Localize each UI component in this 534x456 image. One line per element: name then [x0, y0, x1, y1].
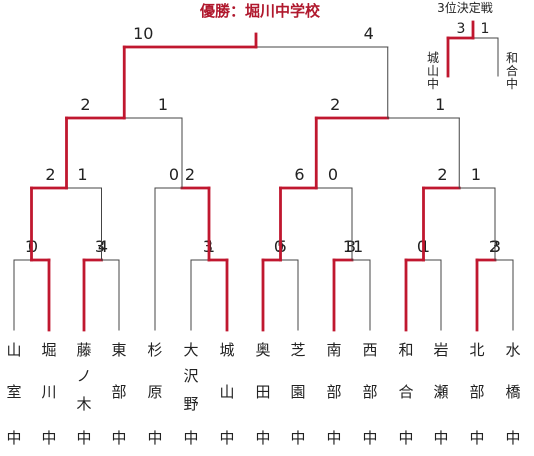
- team-6-char-2: 沢: [183, 367, 199, 385]
- r1-match-6-left-score: 1: [420, 237, 430, 256]
- team-11-char-4: 中: [362, 429, 378, 447]
- r1-match-4-left-score: 5: [277, 237, 287, 256]
- r2-match-3-right-score: 0: [328, 165, 338, 184]
- team-5-char-4: 中: [147, 429, 163, 447]
- team-6-char-3: 野: [183, 395, 199, 413]
- third-right-score: 1: [481, 21, 490, 37]
- third-place-right-team: 和 合 中: [505, 51, 518, 91]
- r2-match-4-left-score: 2: [437, 165, 447, 184]
- r2-match-3-left-score: 6: [294, 165, 304, 184]
- team-15-char-1: 水: [505, 341, 521, 359]
- r1-match-1-right-score: 1: [25, 237, 35, 256]
- team-8-char-2: 田: [255, 383, 271, 401]
- r1-match-2-left-score: 4: [98, 237, 108, 256]
- final-match-left-score: 10: [133, 24, 153, 43]
- champion-title: 優勝：堀川中学校: [199, 2, 320, 20]
- r2-match-2-left-score: 0: [169, 165, 179, 184]
- team-2-char-2: 川: [41, 383, 57, 401]
- third-left-score: 3: [457, 21, 466, 37]
- r1-match-7-left-score: 3: [491, 237, 501, 256]
- r1-match-2-right-score: 3: [95, 237, 105, 256]
- team-1-char-1: 山: [6, 341, 22, 359]
- team-5-char-1: 杉: [147, 341, 163, 359]
- team-3-char-3: 木: [76, 395, 92, 413]
- r2-match-1-right-score: 1: [77, 165, 87, 184]
- team-8-char-4: 中: [255, 429, 271, 447]
- team-14-char-2: 部: [469, 383, 485, 401]
- team-3-char-1: 藤: [76, 341, 92, 359]
- team-10-char-1: 南: [326, 341, 342, 359]
- team-12-char-1: 和: [398, 341, 414, 359]
- team-15-char-4: 中: [505, 429, 521, 447]
- team-12-char-2: 合: [398, 383, 414, 401]
- team-11-char-1: 西: [362, 341, 378, 359]
- team-1-char-4: 中: [6, 429, 22, 447]
- team-14-char-4: 中: [469, 429, 485, 447]
- team-4-char-4: 中: [111, 429, 127, 447]
- r3-match-2-left-score: 2: [330, 95, 340, 114]
- team-6-char-1: 大: [183, 341, 199, 359]
- team-9-char-1: 芝: [290, 341, 306, 359]
- r2-match-2-right-score: 2: [185, 165, 195, 184]
- r1-match-7-right-score: 2: [489, 237, 499, 256]
- team-15-char-2: 橋: [505, 383, 521, 401]
- r1-match-5-right-score: 3: [346, 237, 356, 256]
- r1-match-5-left-score: 11: [343, 237, 363, 256]
- team-1-char-2: 室: [6, 383, 22, 401]
- r2-match-1-left-score: 2: [45, 165, 55, 184]
- r2-match-4-right-score: 1: [471, 165, 481, 184]
- r3-match-2-right-score: 1: [435, 95, 445, 114]
- team-9-char-2: 園: [290, 383, 306, 401]
- team-6-char-4: 中: [183, 429, 199, 447]
- team-2-char-4: 中: [41, 429, 57, 447]
- r1-match-4-right-score: 0: [274, 237, 284, 256]
- team-8-char-1: 奥: [255, 341, 271, 359]
- team-11-char-2: 部: [362, 383, 378, 401]
- third-place-title: 3位決定戦: [437, 1, 493, 15]
- team-10-char-4: 中: [326, 429, 342, 447]
- team-4-char-1: 東: [111, 341, 127, 359]
- team-5-char-2: 原: [147, 383, 163, 401]
- team-7-char-4: 中: [219, 429, 235, 447]
- team-3-char-2: ノ: [76, 367, 92, 385]
- final-match-right-score: 4: [364, 24, 374, 43]
- team-14-char-1: 北: [469, 341, 485, 359]
- r3-match-1-right-score: 1: [158, 95, 168, 114]
- team-10-char-2: 部: [326, 383, 342, 401]
- r1-match-1-left-score: 0: [28, 237, 38, 256]
- team-13-char-2: 瀬: [433, 383, 449, 401]
- team-2-char-1: 堀: [41, 341, 57, 359]
- team-7-char-1: 城: [219, 341, 235, 359]
- team-13-char-1: 岩: [433, 341, 449, 359]
- team-12-char-4: 中: [398, 429, 414, 447]
- team-9-char-4: 中: [290, 429, 306, 447]
- r1-match-6-right-score: 0: [417, 237, 427, 256]
- team-4-char-2: 部: [111, 383, 127, 401]
- r3-match-1-left-score: 2: [80, 95, 90, 114]
- team-3-char-4: 中: [76, 429, 92, 447]
- team-13-char-4: 中: [433, 429, 449, 447]
- team-7-char-2: 山: [219, 383, 235, 401]
- third-place-left-team: 城 山 中: [426, 51, 439, 91]
